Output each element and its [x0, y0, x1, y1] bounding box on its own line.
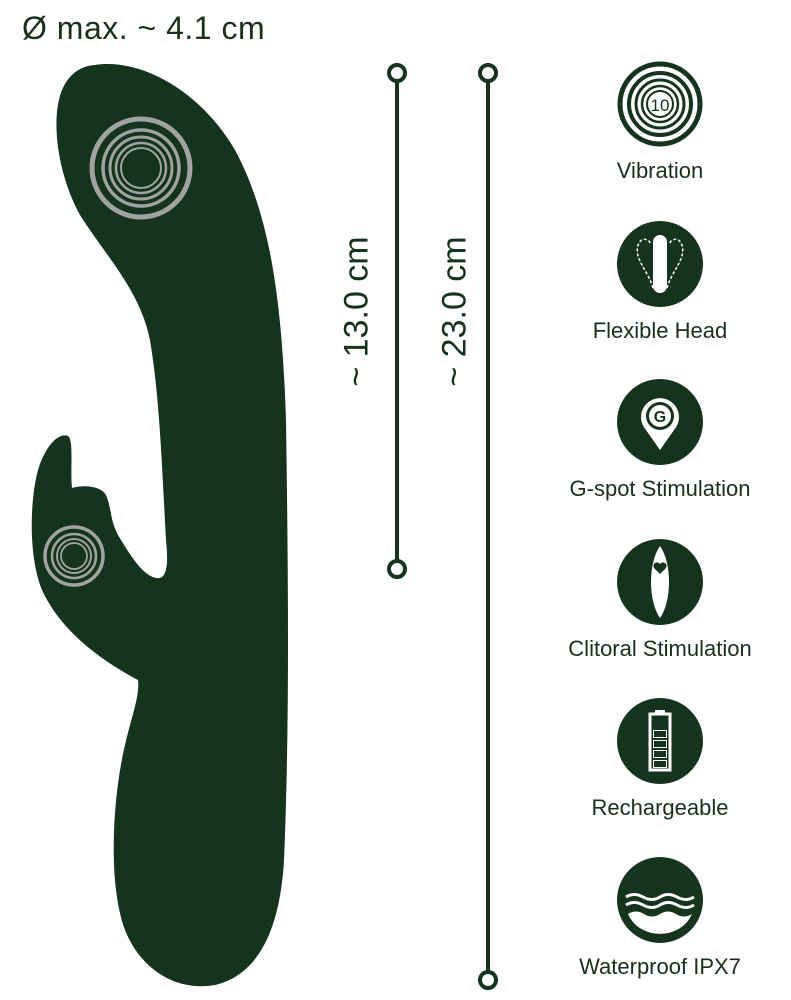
product-silhouette: [31, 64, 288, 987]
feature-label: Rechargeable: [591, 795, 729, 820]
dimension-line-total: [478, 63, 498, 990]
svg-text:G: G: [654, 409, 666, 426]
vibration-icon: 10: [617, 61, 703, 147]
vibration-motor-clit-icon: [43, 525, 105, 587]
feature-flexible-head: Flexible Head: [540, 220, 780, 344]
g-spot-icon: G: [617, 379, 703, 465]
vibration-motor-top-icon: [89, 116, 193, 220]
feature-waterproof: Waterproof IPX7: [540, 856, 780, 980]
dimension-label-total: ~ 23.0 cm: [435, 236, 474, 387]
diameter-label: Ø max. ~ 4.1 cm: [22, 10, 266, 46]
svg-text:10: 10: [651, 96, 670, 115]
feature-label: Clitoral Stimulation: [568, 636, 752, 661]
dimension-label-insertable: ~ 13.0 cm: [337, 236, 376, 387]
feature-label: Waterproof IPX7: [579, 954, 741, 979]
feature-vibration: 10 Vibration: [540, 60, 780, 184]
battery-icon: [617, 698, 703, 784]
dimension-line-insertable: [387, 63, 407, 579]
clitoral-icon: [617, 539, 703, 625]
feature-clitoral: Clitoral Stimulation: [540, 538, 780, 662]
feature-rechargeable: Rechargeable: [540, 697, 780, 821]
feature-label: G-spot Stimulation: [569, 476, 751, 501]
flexible-head-icon: [617, 221, 703, 307]
feature-label: Vibration: [616, 158, 704, 183]
feature-label: Flexible Head: [592, 318, 728, 343]
feature-g-spot: G G-spot Stimulation: [540, 378, 780, 502]
waterproof-icon: [617, 857, 703, 943]
